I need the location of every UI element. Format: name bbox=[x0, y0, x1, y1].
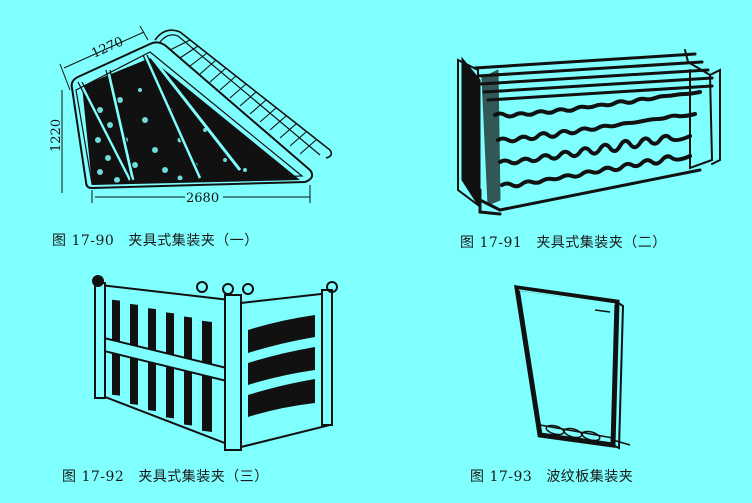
figure-title: 波纹板集装夹 bbox=[546, 469, 634, 485]
figure-number: 图 17-93 bbox=[470, 469, 533, 485]
triangular-rack-illustration: 1270 1220 2680 bbox=[49, 25, 333, 206]
svg-text:2680: 2680 bbox=[186, 191, 219, 206]
long-rack-illustration bbox=[457, 49, 721, 216]
figure-number: 图 17-90 bbox=[52, 233, 115, 249]
svg-text:1220: 1220 bbox=[49, 119, 64, 152]
figure-17-92 bbox=[90, 275, 350, 455]
figure-title: 夹具式集装夹（二） bbox=[536, 235, 667, 251]
caption-17-93: 图 17-93 波纹板集装夹 bbox=[470, 466, 633, 486]
figure-17-93 bbox=[505, 280, 645, 455]
box-rack-illustration bbox=[92, 275, 338, 451]
caption-17-92: 图 17-92 夹具式集装夹（三） bbox=[62, 466, 269, 486]
figure-number: 图 17-91 bbox=[460, 235, 523, 251]
caption-17-91: 图 17-91 夹具式集装夹（二） bbox=[460, 232, 667, 252]
figure-17-91 bbox=[440, 40, 740, 230]
caption-17-90: 图 17-90 夹具式集装夹（一） bbox=[52, 230, 259, 250]
figure-title: 夹具式集装夹（一） bbox=[128, 233, 259, 249]
corrugated-frame-illustration bbox=[514, 285, 631, 450]
figure-number: 图 17-92 bbox=[62, 469, 125, 485]
figure-title: 夹具式集装夹（三） bbox=[138, 469, 269, 485]
figure-17-90: 1270 1220 2680 bbox=[0, 0, 376, 220]
